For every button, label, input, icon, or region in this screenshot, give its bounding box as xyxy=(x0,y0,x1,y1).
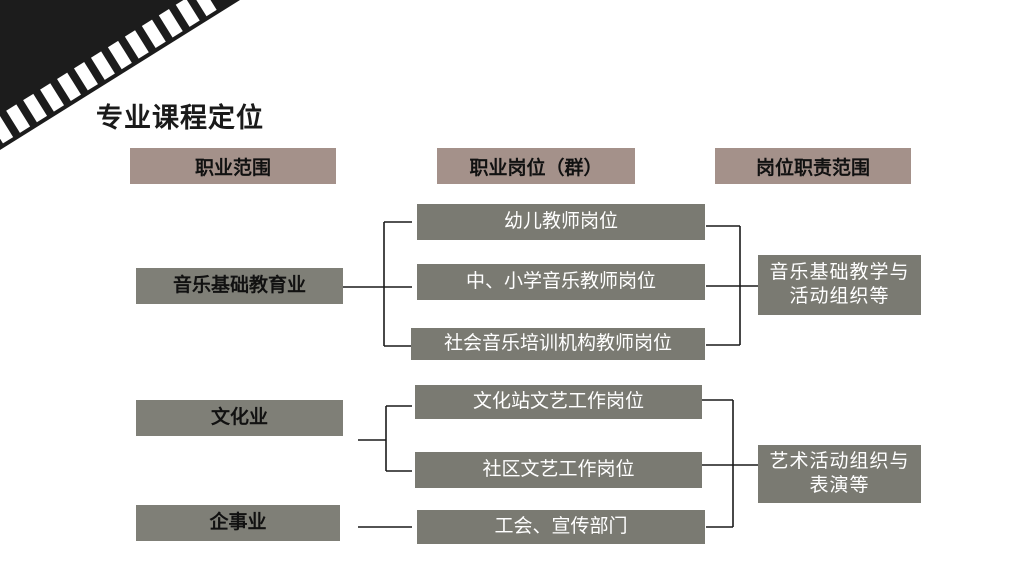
position-kindergarten-teacher: 幼儿教师岗位 xyxy=(417,204,705,240)
position-community-arts: 社区文艺工作岗位 xyxy=(415,452,702,488)
position-union-publicity: 工会、宣传部门 xyxy=(417,510,705,544)
scope-culture: 文化业 xyxy=(136,400,343,436)
duty-music-teaching: 音乐基础教学与活动组织等 xyxy=(758,255,921,315)
position-school-music-teacher: 中、小学音乐教师岗位 xyxy=(417,264,705,300)
position-training-teacher: 社会音乐培训机构教师岗位 xyxy=(411,328,705,360)
page-title: 专业课程定位 xyxy=(96,103,264,134)
header-duties: 岗位职责范围 xyxy=(715,148,911,184)
piano-keys-decoration xyxy=(0,0,240,150)
scope-enterprise: 企事业 xyxy=(136,505,340,541)
scope-music-education: 音乐基础教育业 xyxy=(136,268,343,304)
duty-arts-activities: 艺术活动组织与表演等 xyxy=(758,445,921,503)
header-scope: 职业范围 xyxy=(130,148,336,184)
position-culture-station: 文化站文艺工作岗位 xyxy=(415,385,702,419)
header-positions: 职业岗位（群） xyxy=(437,148,635,184)
